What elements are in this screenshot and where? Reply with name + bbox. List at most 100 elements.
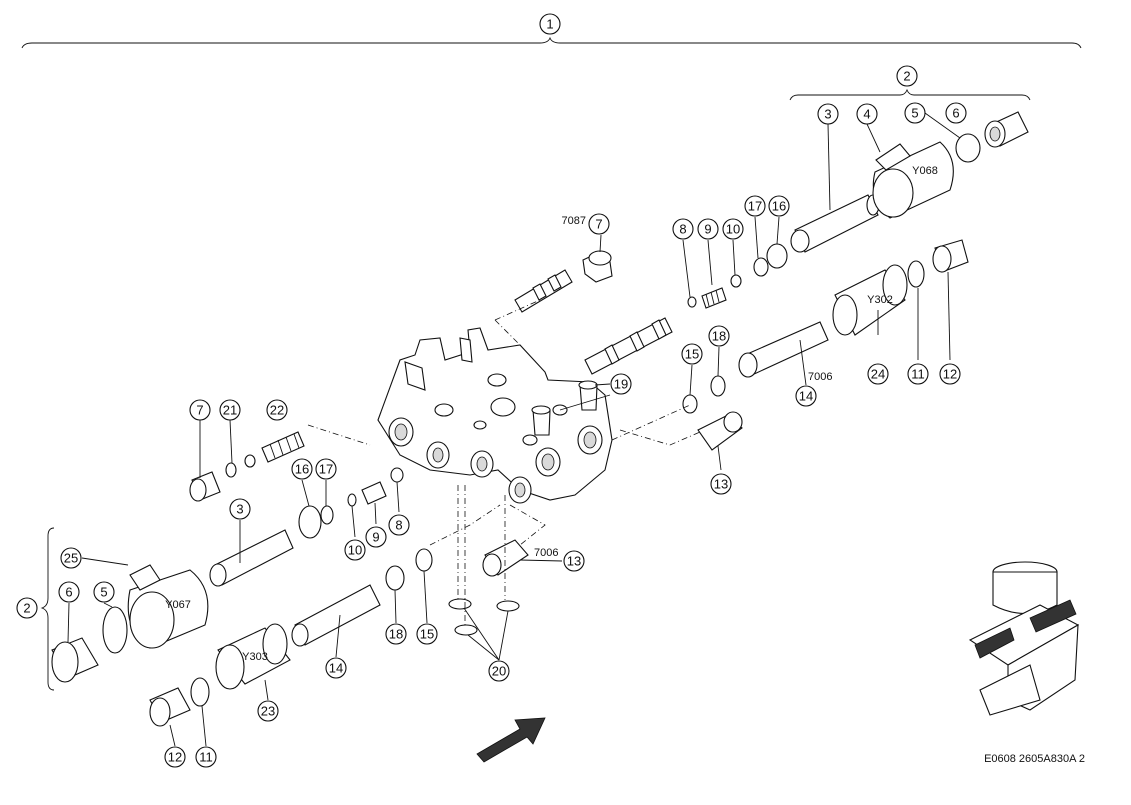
svg-text:11: 11 [199,750,213,765]
o-ring-15-right [682,394,698,414]
callout-18-right: 18 [708,325,730,347]
svg-text:18: 18 [712,329,726,344]
centerlines [307,299,701,625]
svg-text:17: 17 [319,462,333,477]
svg-text:18: 18 [389,627,403,642]
cap-12-right [932,239,969,273]
callout-24: 24 [867,363,889,385]
callout-18-left: 18 [385,623,407,645]
part-number-7087: 7087 [562,215,586,227]
callout-12-left: 12 [164,746,186,768]
svg-text:21: 21 [223,403,237,418]
callout-10-upper: 10 [722,218,744,240]
washer-21b [244,454,256,468]
svg-text:9: 9 [372,530,379,545]
coil-label-y303: Y303 [242,651,268,663]
svg-text:25: 25 [64,551,78,566]
callout-21: 21 [219,399,241,421]
callout-12-right: 12 [939,363,961,385]
svg-text:5: 5 [100,585,107,600]
check-valve-13-lower [482,539,529,577]
assembly-brace-2-right [789,88,1031,101]
callout-15-right: 15 [681,343,703,365]
washer-8-left [390,467,404,483]
callout-6-left: 6 [58,581,80,603]
fitting-19b [531,405,551,436]
svg-text:15: 15 [420,627,434,642]
svg-text:12: 12 [168,750,182,765]
svg-text:14: 14 [329,661,343,676]
callout-3-upper: 3 [817,103,839,125]
plug-upper [582,250,613,283]
callout-23: 23 [257,700,279,722]
plug-7-left [189,471,221,502]
o-ring-17-left [320,505,334,525]
svg-text:6: 6 [65,585,72,600]
spool-middle [584,317,673,375]
svg-text:20: 20 [492,664,506,679]
svg-text:4: 4 [863,107,870,122]
svg-text:10: 10 [726,222,740,237]
valve-block [377,327,613,504]
coil-y303: Y303 [215,623,291,690]
callout-9-left: 9 [365,526,387,548]
o-ring-18-right [710,375,726,397]
o-ring-20c [454,624,478,636]
svg-text:6: 6 [952,106,959,121]
o-ring-5-left [102,606,128,654]
callout-2-right: 2 [896,65,918,87]
callout-8-upper: 8 [672,218,694,240]
callout-11-right: 11 [907,363,929,385]
valve-assembly-thumbnail-icon [968,561,1080,716]
svg-text:15: 15 [685,347,699,362]
direction-arrow-icon [476,717,546,763]
callout-8-left: 8 [388,514,410,536]
callout-10-left: 10 [344,539,366,561]
svg-text:2: 2 [903,69,910,84]
callout-13-right: 13 [710,473,732,495]
assembly-brace-top [21,36,1082,49]
coil-label-y068: Y068 [912,165,938,177]
o-ring-16-left [298,505,322,539]
svg-text:2: 2 [23,601,30,616]
assembly-brace-2-left [40,527,55,691]
svg-text:3: 3 [236,502,243,517]
svg-text:8: 8 [395,518,402,533]
callout-4: 4 [856,103,878,125]
svg-text:24: 24 [871,367,885,382]
leader-lines [67,112,961,747]
svg-text:19: 19 [614,377,628,392]
washer-10-left [347,493,357,507]
o-ring-18-left [385,565,405,591]
fitting-19a [578,380,598,411]
callout-7-upper: 7 [588,213,610,235]
coil-y067: Y067 [127,564,209,649]
callout-17-left: 17 [315,458,337,480]
callout-13-lower: 13 [563,550,585,572]
svg-text:9: 9 [704,222,711,237]
solenoid-tube-14-left [291,584,381,647]
o-ring-11-left [190,677,210,707]
svg-text:7: 7 [595,217,602,232]
svg-text:14: 14 [799,389,813,404]
svg-text:16: 16 [772,199,786,214]
svg-text:5: 5 [911,106,918,121]
callout-25: 25 [60,547,82,569]
callout-14-right: 14 [795,385,817,407]
part-number-7006-lower: 7006 [534,547,558,559]
svg-text:12: 12 [943,367,957,382]
callout-22: 22 [266,399,288,421]
svg-text:10: 10 [348,543,362,558]
svg-text:16: 16 [295,462,309,477]
callout-20: 20 [488,660,510,682]
callout-11-left: 11 [195,746,217,768]
spool-upper [514,269,573,313]
solenoid-tube-3-left [209,529,294,587]
o-ring-5-upper [955,133,981,163]
svg-text:7: 7 [196,403,203,418]
svg-text:13: 13 [567,554,581,569]
svg-text:8: 8 [679,222,686,237]
callout-1: 1 [539,13,561,35]
